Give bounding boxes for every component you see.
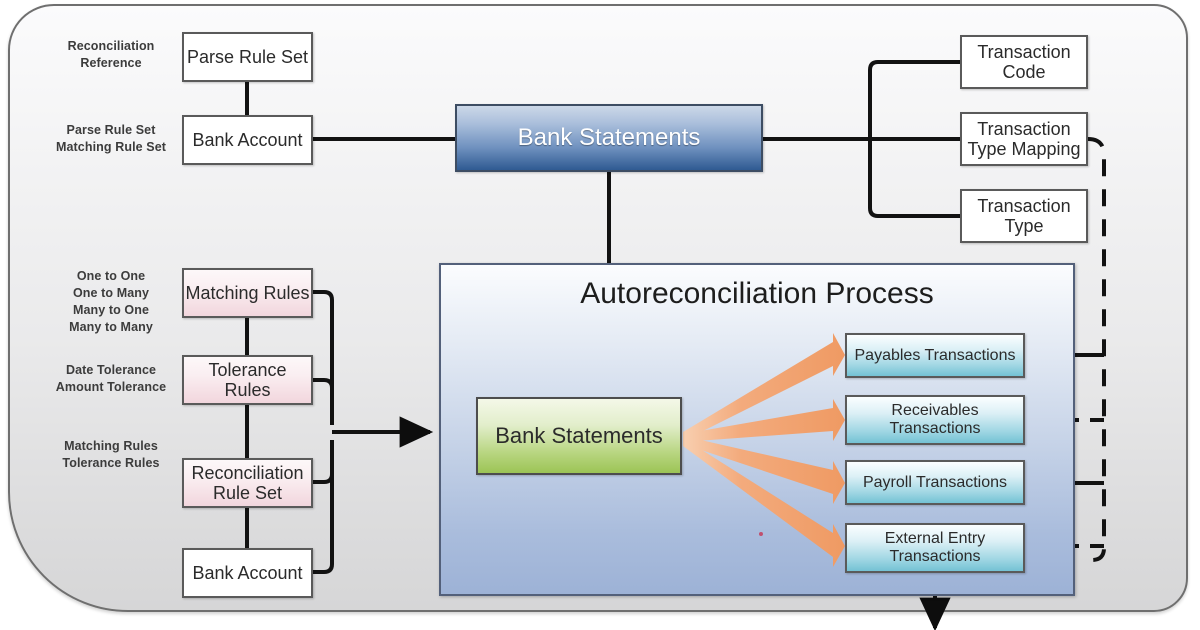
edge-tolerance-to-bus bbox=[313, 378, 334, 425]
node-label: Bank Account bbox=[192, 562, 303, 583]
node-bank-statements-header[interactable]: Bank Statements bbox=[455, 104, 763, 172]
annotation-parse-matching-rule-set: Parse Rule Set Matching Rule Set bbox=[55, 123, 167, 154]
node-label: Matching Rules bbox=[185, 282, 310, 303]
node-label: Bank Account bbox=[192, 129, 303, 150]
node-tolerance-rules[interactable]: Tolerance Rules bbox=[182, 355, 313, 405]
distribution-arrows bbox=[683, 333, 845, 567]
panel-title: Autoreconciliation Process bbox=[580, 277, 934, 310]
arrow-to-payables bbox=[683, 333, 845, 441]
dashed-trunk bbox=[1087, 137, 1106, 562]
annotation-rules-summary: Matching Rules Tolerance Rules bbox=[62, 439, 160, 470]
edge-matching-to-bus bbox=[313, 290, 334, 425]
node-label: Tolerance Rules bbox=[208, 359, 287, 400]
node-external-entry-transactions[interactable]: External Entry Transactions bbox=[845, 523, 1025, 573]
node-payroll-transactions[interactable]: Payroll Transactions bbox=[845, 460, 1025, 505]
node-transaction-type-mapping[interactable]: Transaction Type Mapping bbox=[960, 112, 1088, 166]
dashed-feedback-bus bbox=[1087, 137, 1106, 562]
node-label: Bank Statements bbox=[517, 123, 701, 151]
annotation-tolerance: Date Tolerance Amount Tolerance bbox=[55, 363, 167, 394]
node-transaction-code[interactable]: Transaction Code bbox=[960, 35, 1088, 89]
node-bank-account-top[interactable]: Bank Account bbox=[182, 115, 313, 165]
node-bank-account-bottom[interactable]: Bank Account bbox=[182, 548, 313, 598]
node-label: Transaction Type Mapping bbox=[967, 118, 1081, 159]
annotation-cardinality: One to One One to Many Many to One Many … bbox=[69, 269, 153, 334]
edge-bankaccount-to-bus bbox=[313, 440, 334, 574]
node-matching-rules[interactable]: Matching Rules bbox=[182, 268, 313, 318]
node-label: Payables Transactions bbox=[854, 346, 1016, 364]
node-parse-rule-set[interactable]: Parse Rule Set bbox=[182, 32, 313, 82]
node-bank-statements-source[interactable]: Bank Statements bbox=[476, 397, 682, 475]
node-payables-transactions[interactable]: Payables Transactions bbox=[845, 333, 1025, 378]
edge-branch-to-transaction-code bbox=[868, 60, 960, 139]
node-label: Payroll Transactions bbox=[862, 473, 1008, 491]
stray-dot-marker bbox=[759, 532, 763, 536]
node-transaction-type[interactable]: Transaction Type bbox=[960, 189, 1088, 243]
arrow-to-payroll bbox=[683, 436, 845, 504]
arrow-to-receivables bbox=[683, 399, 845, 442]
node-label: Receivables Transactions bbox=[889, 402, 981, 437]
node-label: Reconciliation Rule Set bbox=[191, 462, 304, 503]
node-label: Parse Rule Set bbox=[186, 46, 309, 67]
node-reconciliation-rule-set[interactable]: Reconciliation Rule Set bbox=[182, 458, 313, 508]
annotation-reconciliation-reference: Reconciliation Reference bbox=[67, 39, 155, 70]
node-receivables-transactions[interactable]: Receivables Transactions bbox=[845, 395, 1025, 445]
node-label: Transaction Type bbox=[977, 195, 1071, 236]
rigid-connectors bbox=[245, 60, 960, 574]
node-label: Transaction Code bbox=[977, 41, 1071, 82]
arrow-to-external-entry bbox=[683, 438, 845, 567]
edge-branch-to-transaction-type bbox=[868, 139, 960, 218]
node-label: Bank Statements bbox=[495, 422, 663, 448]
node-label: External Entry Transactions bbox=[884, 530, 986, 565]
